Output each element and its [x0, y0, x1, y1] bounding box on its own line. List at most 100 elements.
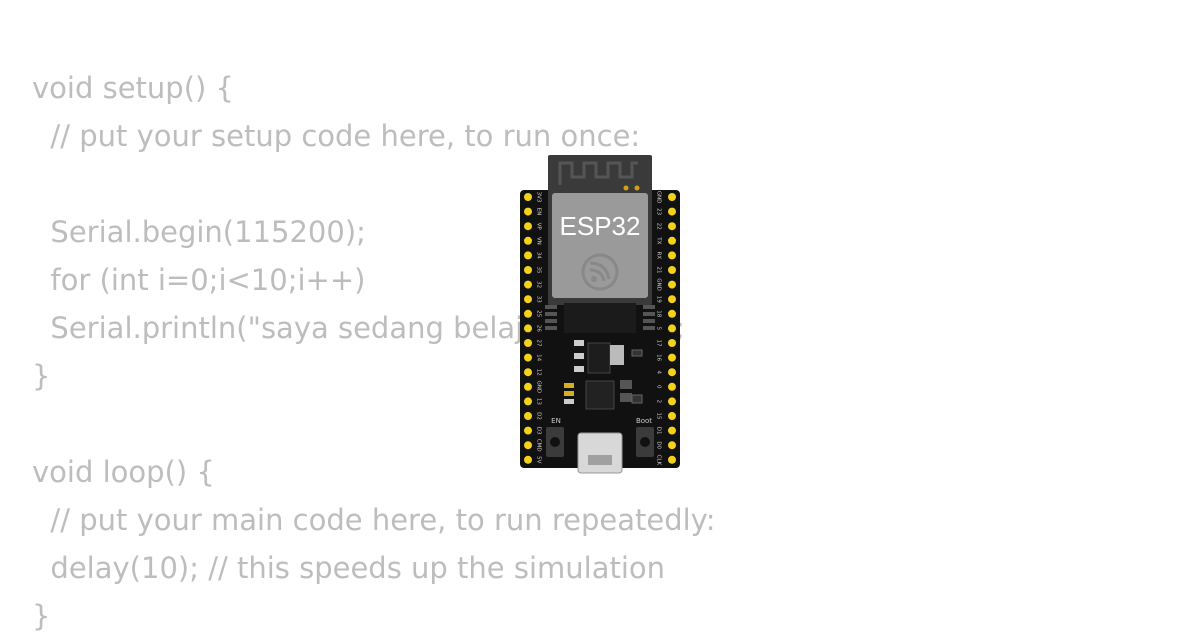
header-pin[interactable] — [524, 368, 532, 377]
pin-label: GND — [656, 278, 662, 291]
header-pin[interactable] — [524, 193, 532, 201]
pin-label: TX — [656, 236, 662, 244]
pin-label: 17 — [656, 340, 662, 347]
code-line: void setup() { — [32, 71, 234, 105]
boot-button-cap — [640, 437, 650, 447]
pin-label: 5V — [536, 456, 542, 463]
header-pin[interactable] — [668, 368, 676, 377]
pin-label: 3V3 — [536, 192, 542, 203]
pin-label: 0 — [656, 385, 662, 389]
pin-label: D0 — [656, 441, 662, 449]
header-pin[interactable] — [668, 397, 676, 406]
header-pin[interactable] — [524, 441, 532, 450]
header-pin[interactable] — [668, 412, 676, 420]
header-pin[interactable] — [668, 324, 676, 333]
header-pin[interactable] — [524, 426, 532, 435]
esp32-devkit-board[interactable]: ESP32 — [520, 155, 680, 475]
pin-label: 27 — [536, 340, 542, 347]
pin-label: 26 — [536, 325, 542, 332]
code-line: } — [32, 599, 51, 633]
pin-label: 25 — [536, 310, 542, 317]
pin-label: 18 — [656, 310, 662, 317]
header-pin[interactable] — [668, 266, 676, 274]
pin-label: 12 — [536, 369, 542, 376]
header-pin[interactable] — [524, 309, 532, 318]
code-line: // put your setup code here, to run once… — [32, 119, 641, 153]
pin-label: 23 — [656, 208, 662, 215]
header-pin[interactable] — [524, 251, 532, 260]
pin-label: D2 — [536, 412, 542, 420]
header-pin[interactable] — [668, 251, 676, 260]
header-pin[interactable] — [668, 222, 676, 231]
pin-label: 19 — [656, 296, 662, 303]
led-dot — [634, 185, 640, 191]
header-pin[interactable] — [524, 397, 532, 406]
pin-label: 34 — [536, 252, 542, 259]
header-pin[interactable] — [668, 426, 676, 435]
pin-label: RX — [656, 252, 662, 260]
header-pin[interactable] — [668, 441, 676, 450]
led-dot — [623, 185, 629, 191]
header-pin[interactable] — [668, 339, 676, 347]
module-pads — [545, 303, 655, 333]
code-line: } — [32, 359, 51, 393]
esp32-board-drawing: ESP32 — [520, 155, 680, 474]
pin-label: CMD — [536, 439, 542, 452]
header-pin[interactable] — [668, 236, 676, 245]
usb-port-opening — [588, 455, 612, 465]
header-pin[interactable] — [524, 236, 532, 245]
header-pin[interactable] — [524, 455, 532, 464]
header-pin[interactable] — [668, 193, 676, 201]
pin-label: 2 — [656, 400, 662, 404]
boot-label: Boot — [636, 417, 652, 425]
pin-label: CLK — [656, 455, 662, 466]
pin-label: EN — [536, 208, 542, 216]
header-pin[interactable] — [524, 207, 532, 216]
pin-label: 32 — [536, 281, 542, 288]
pin-label: 33 — [536, 296, 542, 303]
header-pin[interactable] — [668, 280, 676, 289]
usb-port — [577, 432, 623, 474]
pin-label: D3 — [536, 427, 542, 435]
header-pin[interactable] — [524, 280, 532, 289]
header-pin[interactable] — [668, 295, 676, 304]
pin-label: 14 — [536, 354, 542, 361]
antenna-trace — [558, 161, 638, 185]
header-pin[interactable] — [668, 353, 676, 362]
header-pin[interactable] — [524, 266, 532, 274]
header-pin[interactable] — [524, 324, 532, 333]
code-line: for (int i=0;i<10;i++) — [32, 263, 366, 297]
code-line: Serial.begin(115200); — [32, 215, 366, 249]
header-pin[interactable] — [668, 207, 676, 216]
espressif-logo-icon — [581, 253, 619, 291]
pin-label: 35 — [536, 267, 542, 274]
en-button-cap — [550, 437, 560, 447]
pin-label: 15 — [656, 413, 662, 420]
pin-label: 5 — [656, 327, 662, 331]
en-label: EN — [551, 417, 561, 425]
header-pin[interactable] — [524, 412, 532, 420]
header-pin[interactable] — [524, 353, 532, 362]
pin-label: 13 — [536, 398, 542, 405]
pin-label: GND — [656, 191, 662, 204]
pin-label: 21 — [656, 267, 662, 274]
code-line: delay(10); // this speeds up the simulat… — [32, 551, 666, 585]
smd-components — [564, 340, 643, 410]
chip-label: ESP32 — [560, 211, 641, 241]
pin-label: D1 — [656, 427, 662, 435]
header-pin[interactable] — [524, 295, 532, 304]
pin-label: 16 — [656, 354, 662, 361]
header-pin[interactable] — [668, 455, 676, 464]
pin-label: 22 — [656, 223, 662, 230]
header-pin[interactable] — [524, 222, 532, 231]
chip-shield — [552, 193, 648, 298]
left-pin-column: 3V3ENVPVN343532332526271412GND13D2D3CMD5… — [524, 192, 542, 464]
pin-label: VN — [536, 237, 542, 245]
header-pin[interactable] — [524, 382, 532, 391]
code-line: // put your main code here, to run repea… — [32, 503, 716, 537]
header-pin[interactable] — [524, 339, 532, 347]
header-pin[interactable] — [668, 382, 676, 391]
pin-label: VP — [536, 223, 542, 231]
header-pin[interactable] — [668, 309, 676, 318]
